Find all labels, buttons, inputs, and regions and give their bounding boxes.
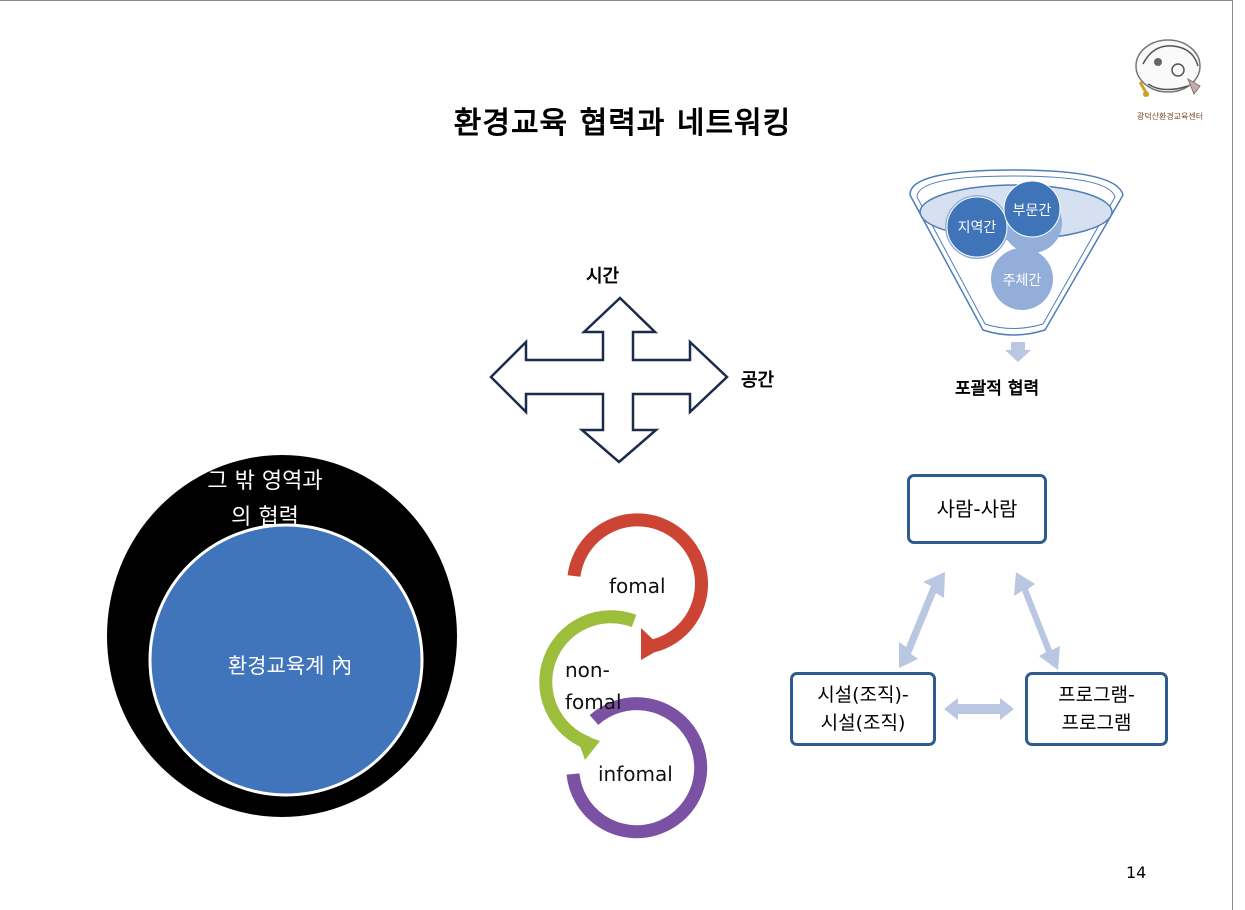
funnel-circle-region — [946, 196, 1008, 258]
comprehensive-cooperation-label: 포괄적 협력 — [955, 379, 1040, 399]
node-programs-label: 프로그램- 프로그램 — [1058, 684, 1135, 734]
down-arrow-icon — [1005, 342, 1031, 362]
node-people: 사람-사람 — [907, 474, 1047, 544]
cycle-label-formal: fomal — [609, 574, 666, 598]
page-title: 환경교육 협력과 네트워킹 — [453, 106, 792, 141]
cycle-arrow-head-green — [575, 732, 600, 760]
funnel-label-region: 지역간 — [958, 220, 997, 236]
top-border — [0, 0, 1232, 1]
page-number: 14 — [1126, 863, 1147, 882]
logo-caption: 광덕산환경교육센터 — [1136, 112, 1204, 121]
node-facilities: 시설(조직)- 시설(조직) — [790, 672, 936, 746]
funnel-circle-subject — [991, 248, 1053, 310]
double-arrow-icon-bottom — [944, 698, 1014, 720]
funnel-label-subject: 주체간 — [1003, 273, 1042, 289]
double-arrow-icon-left — [899, 572, 945, 668]
center-logo-icon — [1135, 39, 1201, 97]
inner-circle-label: 환경교육계 內 — [227, 654, 353, 678]
node-people-label: 사람-사람 — [936, 497, 1018, 521]
cycle-label-nonformal: non- fomal — [565, 658, 622, 714]
node-facilities-label: 시설(조직)- 시설(조직) — [817, 684, 909, 734]
outer-circle-label: 그 밖 영역과 의 협력 — [207, 469, 323, 530]
space-label: 공간 — [741, 370, 775, 391]
time-label: 시간 — [586, 266, 620, 287]
cycle-arrow-head-red — [641, 628, 662, 660]
double-arrow-icon-right — [1014, 572, 1060, 670]
inner-circle — [148, 523, 424, 797]
funnel-diagram: 지역간 부문간 주체간 — [909, 169, 1124, 362]
cycle-label-informal: infomal — [598, 762, 673, 786]
funnel-label-sector: 부문간 — [1013, 203, 1052, 219]
funnel-circle-sector — [1003, 180, 1061, 238]
node-programs: 프로그램- 프로그램 — [1025, 672, 1168, 746]
right-border — [1232, 0, 1233, 910]
